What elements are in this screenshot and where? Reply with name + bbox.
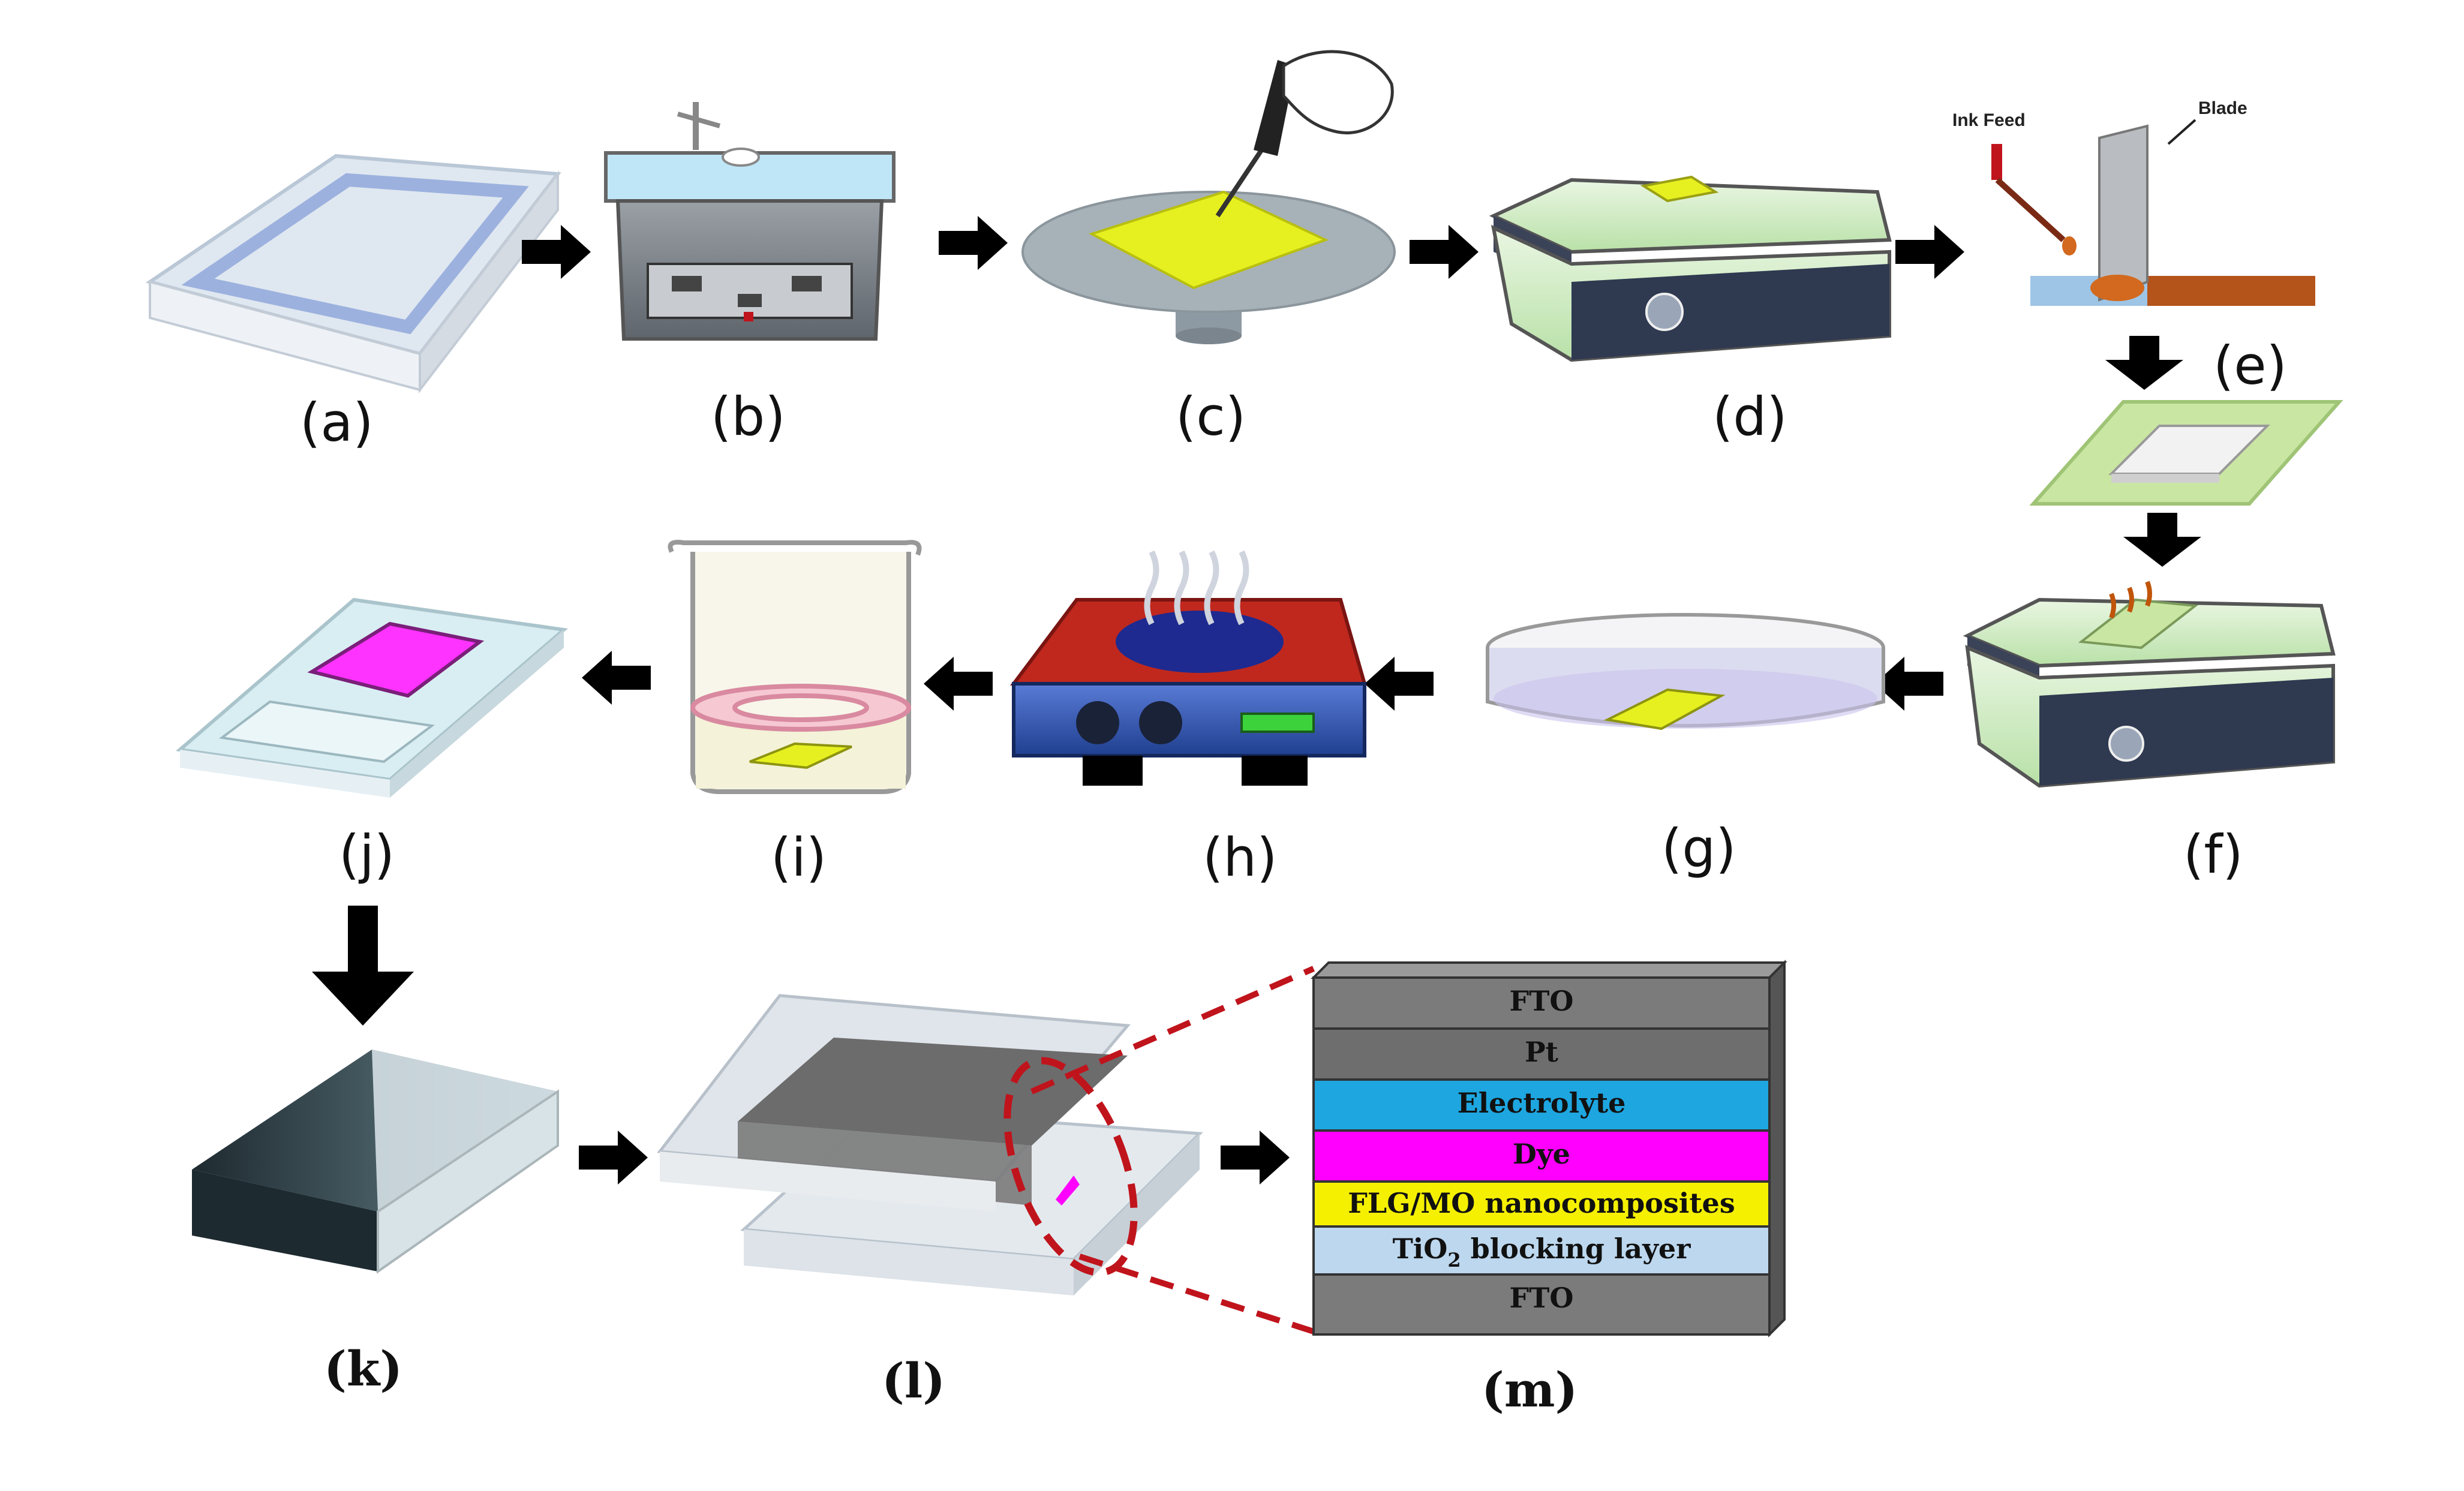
- layer-label-fto-top: FTO: [1510, 985, 1574, 1017]
- step-label-f: (f): [2183, 823, 2243, 885]
- arrow-c-to-d-icon: [1410, 225, 1479, 279]
- beaker-icon: [668, 540, 922, 794]
- assembled-cell-icon: [657, 994, 1203, 1295]
- step-label-a: (a): [300, 392, 374, 453]
- layer-electrolyte: Electrolyte: [1312, 1078, 1771, 1132]
- petri-dish-icon: [1486, 613, 1885, 731]
- spin-coater-icon: [1021, 50, 1396, 344]
- ink-feed-label: Ink Feed: [1952, 110, 2026, 130]
- ultrasonic-bath-icon: [604, 102, 896, 341]
- arrow-l-to-m-icon: [1221, 1131, 1290, 1185]
- arrow-i-to-j-icon: [582, 651, 651, 705]
- layer-label-tio2: TiO2 blocking layer: [1393, 1233, 1691, 1271]
- step-label-g: (g): [1661, 817, 1736, 879]
- layer-label-fto-bottom: FTO: [1510, 1282, 1574, 1314]
- arrow-d-to-e-icon: [1895, 225, 1964, 279]
- layer-label-pt: Pt: [1525, 1036, 1559, 1068]
- arrow-e-down-icon: [2105, 336, 2183, 390]
- layer-label-dye: Dye: [1513, 1138, 1570, 1170]
- step-label-h: (h): [1203, 826, 1277, 888]
- arrow-g-to-h-icon: [1365, 657, 1434, 711]
- layer-dye: Dye: [1312, 1129, 1771, 1183]
- step-label-j: (j): [339, 823, 395, 885]
- doctor-blade-icon: Ink Feed Blade (e): [1952, 98, 2315, 396]
- step-label-c: (c): [1176, 386, 1246, 447]
- step-label-m: (m): [1482, 1361, 1577, 1418]
- step-label-e: (e): [2213, 335, 2287, 396]
- arrow-h-to-i-icon: [924, 657, 993, 711]
- layer-fto-bottom: FTO: [1312, 1273, 1771, 1336]
- step-label-k: (k): [324, 1340, 402, 1397]
- arrow-b-to-c-icon: [939, 216, 1008, 270]
- step-label-i: (i): [771, 826, 827, 888]
- arrow-a-to-b-icon: [522, 225, 591, 279]
- blade-label: Blade: [2198, 98, 2247, 118]
- hotplate-d-icon: [1489, 175, 1892, 362]
- photoanode-j-icon: [176, 597, 568, 798]
- step-label-d: (d): [1712, 386, 1787, 447]
- arrow-j-to-k-icon: [312, 906, 414, 1026]
- substrate-a-icon: [145, 154, 561, 393]
- layer-tio2: TiO2 blocking layer: [1312, 1225, 1771, 1276]
- arrow-k-to-l-icon: [579, 1131, 648, 1185]
- layer-flg-mo: FLG/MO nanocomposites: [1312, 1180, 1771, 1228]
- callout-line-top: [1030, 966, 1315, 1095]
- coated-substrate-icon: [2029, 400, 2343, 506]
- layer-pt: Pt: [1312, 1027, 1771, 1081]
- layer-label-electrolyte: Electrolyte: [1458, 1087, 1626, 1119]
- arrow-f-to-g-icon: [1874, 657, 1943, 711]
- step-label-b: (b): [711, 386, 786, 447]
- layer-fto-top: FTO: [1312, 976, 1771, 1030]
- device-layer-stack: FTO Pt Electrolyte Dye FLG/MO nanocompos…: [1311, 960, 1787, 1337]
- hotplate-h-icon: [1010, 550, 1367, 786]
- step-label-l: (l): [882, 1352, 945, 1409]
- layer-label-flg-mo: FLG/MO nanocomposites: [1348, 1187, 1735, 1219]
- hotplate-f-icon: [1963, 581, 2336, 788]
- arrow-to-f-icon: [2123, 513, 2201, 567]
- callout-line-bottom: [1078, 1253, 1315, 1334]
- counter-electrode-k-icon: [192, 1050, 559, 1274]
